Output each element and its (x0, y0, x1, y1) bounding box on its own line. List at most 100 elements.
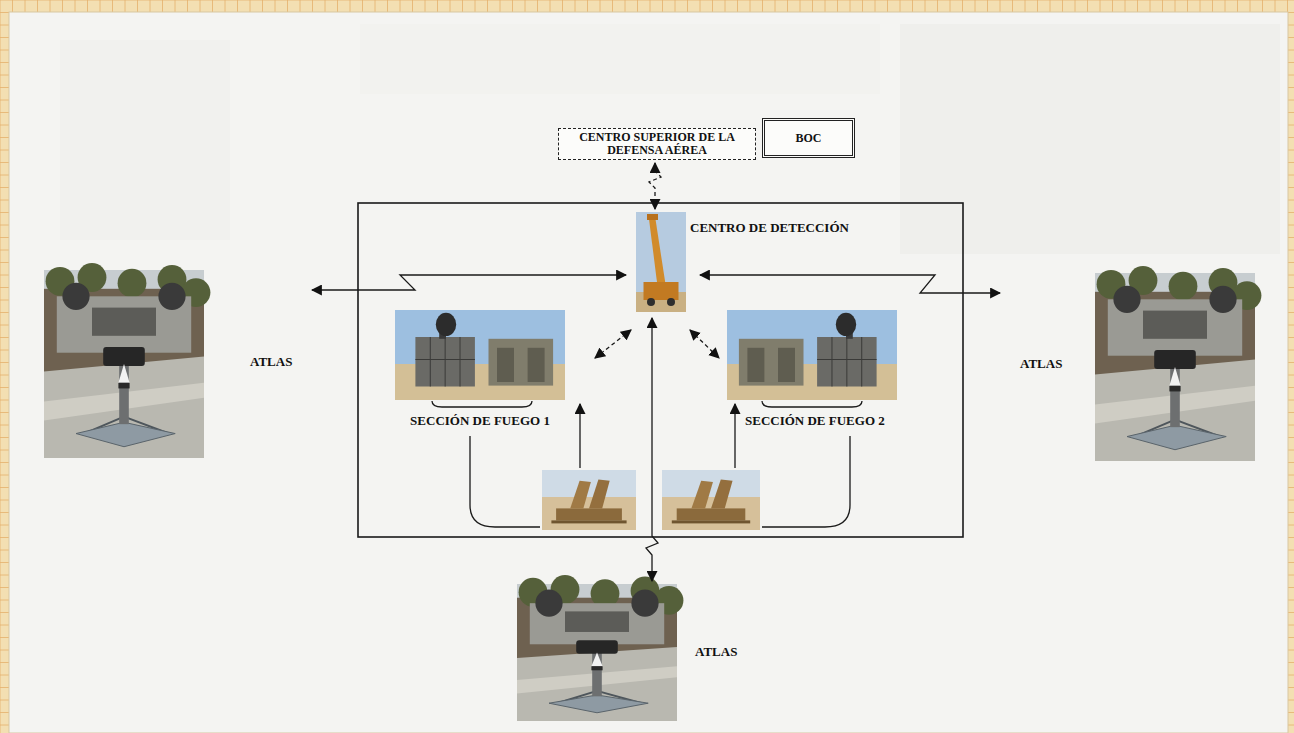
ghost-print (900, 24, 1280, 254)
photo-foliage (1169, 272, 1198, 301)
photo-ground (662, 497, 760, 530)
photo-wheel (667, 298, 675, 306)
fire-section-photo: SECCIÓN DE FUEGO 1 (395, 310, 565, 400)
atlas-launcher-photo: ATLAS (1095, 273, 1255, 461)
node-label: ATLAS (695, 644, 737, 659)
photo-ground (1095, 359, 1255, 461)
fire-section-photo: SECCIÓN DE FUEGO 2 (727, 310, 897, 400)
boc-box: BOC (762, 118, 855, 158)
photo (636, 212, 686, 312)
photo-post (592, 653, 602, 697)
photo-vehicle (1209, 286, 1236, 313)
photo-baseplate (1127, 425, 1226, 449)
brace (432, 401, 532, 407)
node-label: ATLAS (1020, 356, 1062, 371)
photo-part (861, 337, 862, 387)
panel (9, 12, 1288, 733)
photo (727, 310, 897, 400)
link-arrow (649, 163, 661, 209)
deployment-frame (358, 203, 963, 537)
photo (1095, 266, 1261, 461)
photo-shelter (778, 348, 795, 382)
link-arrow (700, 275, 1000, 293)
photo-sight (1154, 350, 1196, 369)
detection-center-photo: CENTRO DE DETECCIÓN (636, 212, 686, 312)
photo-sight (576, 640, 618, 654)
photo-truck (644, 282, 679, 300)
photo-missile (591, 653, 602, 667)
photo-sky (636, 212, 686, 312)
ghost-print (60, 40, 230, 240)
photo-launcher (570, 481, 591, 509)
photo-shelter (528, 348, 545, 382)
ghost-print (360, 24, 880, 94)
node-label: BOC (795, 131, 821, 145)
photo-missile (1169, 386, 1180, 392)
photo-part (846, 337, 847, 387)
photo-vehicle (1143, 311, 1207, 339)
node-label: CENTRO SUPERIOR DE LA DEFENSA AÉREA (577, 131, 737, 157)
photo-vehicle (565, 611, 629, 632)
brace (762, 401, 862, 407)
photo-trees (517, 584, 677, 721)
node-label: CENTRO DE DETECCIÓN (690, 220, 849, 235)
photo-baseplate (76, 422, 175, 446)
photo (395, 310, 565, 400)
photo-shelter (497, 348, 514, 382)
photo-trees (44, 270, 204, 458)
photo-launcher (672, 520, 750, 523)
photo-foliage (118, 269, 147, 298)
photo-dish (436, 313, 456, 336)
photo-ground (542, 497, 636, 530)
photo-launcher (677, 508, 746, 520)
node-label: ATLAS (250, 354, 292, 369)
photo-dish (836, 313, 856, 336)
node-label: SECCIÓN DE FUEGO 2 (745, 413, 885, 428)
photo-vehicle (158, 283, 185, 310)
grid-line (0, 0, 1, 733)
photo-vehicle (631, 590, 658, 617)
photo-part (445, 337, 446, 387)
photo-part (430, 337, 431, 387)
grid-line (0, 0, 1294, 1)
photo (44, 263, 210, 458)
photo-launcher (589, 480, 610, 509)
photo-part (415, 359, 475, 360)
photo-shelter (739, 339, 804, 386)
photo (517, 575, 683, 721)
link-arrow (595, 330, 631, 358)
photo (727, 310, 897, 400)
photo-sight (103, 347, 145, 366)
photo-radar (415, 337, 475, 387)
photo-shelter (747, 348, 764, 382)
bracket-line (470, 436, 540, 527)
photo-wheel (647, 298, 655, 306)
link-arrow (690, 330, 719, 358)
link-arrow (646, 318, 658, 581)
photo-launcher (691, 481, 713, 509)
photo-ground (517, 647, 677, 721)
photo-part (817, 359, 877, 360)
photo-baseplate (549, 695, 648, 713)
feed-arrow (579, 404, 580, 468)
feed-arrow (734, 404, 735, 468)
photo-vehicle (535, 590, 562, 617)
launcher-photo (542, 470, 636, 530)
photo-radar (817, 337, 877, 387)
node-label: SECCIÓN DE FUEGO 1 (395, 413, 565, 428)
photo-shelter (489, 339, 554, 386)
atlas-launcher-photo: ATLAS (517, 584, 677, 721)
photo-launcher (556, 508, 622, 520)
photo-post (119, 364, 129, 424)
link-arrow (312, 275, 626, 290)
photo-launcher (551, 520, 626, 523)
photo-launcher (711, 480, 733, 509)
atlas-launcher-photo: ATLAS (44, 270, 204, 458)
photo-vehicle (62, 283, 89, 310)
photo-ground (44, 356, 204, 458)
photo-missile (118, 383, 129, 389)
photo-missile (1169, 367, 1180, 386)
